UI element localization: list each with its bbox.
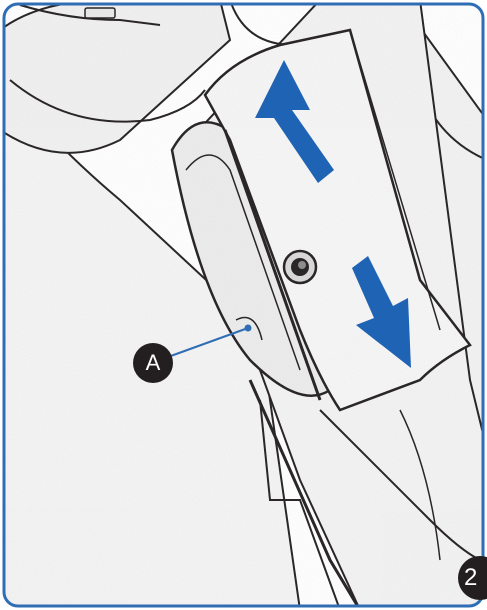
callout-a-badge: A	[133, 343, 173, 383]
callout-a-dot	[245, 325, 252, 332]
